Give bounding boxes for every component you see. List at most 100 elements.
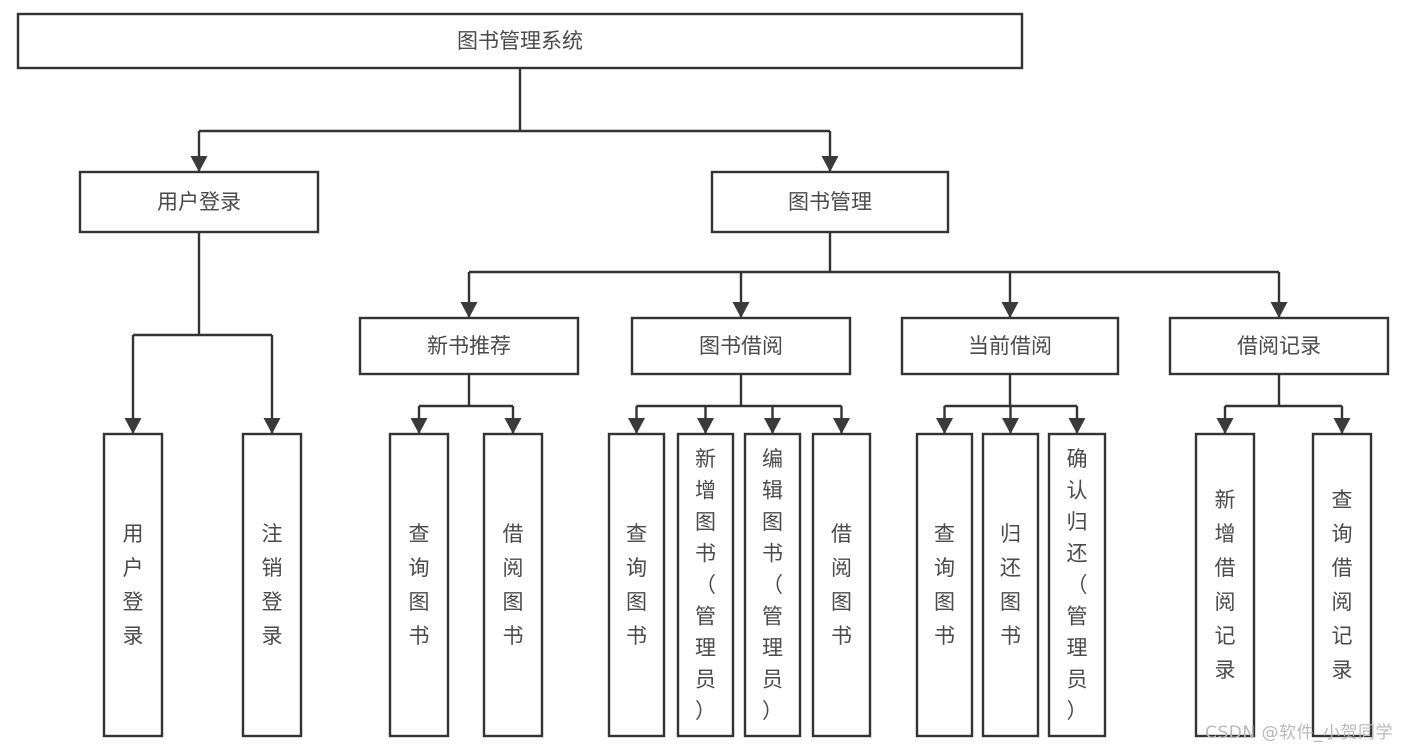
- node-leaf-add-book-label-char: 书: [695, 541, 716, 565]
- node-leaf-confirm-return-box: [1047, 432, 1107, 738]
- node-leaf-borrow-book-2-label-char: 借: [831, 522, 852, 546]
- node-leaf-query-book-3-label-char: 图: [934, 590, 955, 614]
- node-leaf-add-book-label-char: 管: [695, 605, 716, 629]
- conn-book-manage-arrow-0: [460, 302, 478, 318]
- node-user-login[interactable]: 用户登录: [78, 170, 320, 234]
- node-leaf-user-login[interactable]: 用户登录: [102, 432, 164, 738]
- node-leaf-add-book-label-char: 新: [695, 447, 716, 471]
- node-leaf-edit-book-label-char: （: [762, 573, 783, 597]
- node-book-borrow-label: 图书借阅: [699, 334, 783, 358]
- conn-book-manage-arrow-1: [732, 302, 750, 318]
- node-leaf-add-record-label-char: 记: [1215, 624, 1236, 648]
- node-leaf-add-book-label-char: 图: [695, 510, 716, 534]
- node-leaf-logout-label-char: 登: [262, 590, 283, 614]
- node-current-borrow-label: 当前借阅: [968, 334, 1052, 358]
- node-leaf-borrow-book-1-label-char: 书: [503, 624, 524, 648]
- node-leaf-query-book-1-label-char: 书: [409, 624, 430, 648]
- node-leaf-edit-book-label-char: 理: [762, 636, 783, 660]
- node-leaf-add-record-label-char: 增: [1215, 522, 1236, 546]
- node-leaf-confirm-return-label-char: 认: [1067, 478, 1088, 502]
- node-leaf-query-record-label-char: 阅: [1332, 590, 1353, 614]
- node-root-box: [16, 12, 1024, 70]
- nodes-layer: 图书管理系统用户登录图书管理新书推荐图书借阅当前借阅借阅记录用户登录注销登录查询…: [16, 12, 1390, 738]
- node-book-borrow[interactable]: 图书借阅: [630, 316, 852, 376]
- node-leaf-user-login-label-char: 录: [123, 624, 144, 648]
- node-root[interactable]: 图书管理系统: [16, 12, 1024, 70]
- node-leaf-edit-book-label-char: 图: [762, 510, 783, 534]
- conn-current-borrow-arrow-2: [1068, 418, 1086, 434]
- node-leaf-query-book-2-label-char: 书: [626, 624, 647, 648]
- node-leaf-query-record-label-char: 询: [1332, 522, 1353, 546]
- conn-book-borrow-arrow-1: [697, 418, 714, 434]
- conn-borrow-record-arrow-0: [1216, 418, 1234, 434]
- node-leaf-return-book-label-char: 归: [1000, 522, 1021, 546]
- node-leaf-edit-book-label-char: 编: [762, 447, 783, 471]
- conn-book-borrow-arrow-2: [764, 418, 781, 434]
- node-leaf-query-record-label-char: 借: [1332, 556, 1353, 580]
- node-book-manage-box: [710, 170, 950, 234]
- node-book-manage-label: 图书管理: [788, 190, 872, 214]
- node-leaf-query-record-box: [1311, 432, 1373, 738]
- node-leaf-return-book-label-char: 还: [1000, 556, 1021, 580]
- node-leaf-logout-label-char: 销: [262, 556, 283, 580]
- node-root-label: 图书管理系统: [457, 29, 583, 53]
- node-borrow-record-box: [1168, 316, 1390, 376]
- node-user-login-box: [78, 170, 320, 234]
- node-leaf-user-login-label-char: 登: [123, 590, 144, 614]
- node-leaf-edit-book-label-char: 辑: [762, 478, 783, 502]
- node-leaf-add-record-box: [1194, 432, 1256, 738]
- node-user-login-label: 用户登录: [157, 190, 241, 214]
- node-leaf-edit-book-label-char: 书: [762, 541, 783, 565]
- node-leaf-add-book-label-char: 理: [695, 636, 716, 660]
- node-new-book-recommend[interactable]: 新书推荐: [358, 316, 580, 376]
- node-leaf-edit-book-label-char: ）: [762, 699, 783, 723]
- node-leaf-logout-label-char: 注: [262, 522, 283, 546]
- node-leaf-borrow-book-1-label-char: 阅: [503, 556, 524, 580]
- node-leaf-add-record-label-char: 新: [1215, 488, 1236, 512]
- node-leaf-borrow-book-1-label-char: 图: [503, 590, 524, 614]
- conn-user-login-arrow-1: [263, 418, 281, 434]
- node-leaf-query-record-label-char: 记: [1332, 624, 1353, 648]
- conn-borrow-record-arrow-1: [1333, 418, 1351, 434]
- conn-root-arrow-0: [190, 156, 208, 172]
- node-leaf-confirm-return-label-char: 确: [1067, 447, 1088, 471]
- node-leaf-logout-box: [241, 432, 303, 738]
- conn-user-login-arrow-0: [124, 418, 142, 434]
- node-leaf-add-book-label-char: 增: [695, 478, 716, 502]
- node-leaf-query-book-2-label-char: 询: [626, 556, 647, 580]
- node-leaf-borrow-book-2-label-char: 书: [831, 624, 852, 648]
- node-leaf-confirm-return-label-char: 理: [1067, 636, 1088, 660]
- node-borrow-record[interactable]: 借阅记录: [1168, 316, 1390, 376]
- node-leaf-borrow-book-1-label-char: 借: [503, 522, 524, 546]
- node-current-borrow-box: [900, 316, 1120, 376]
- node-leaf-borrow-book-1-box: [482, 432, 544, 738]
- node-leaf-confirm-return-label-char: 管: [1067, 605, 1088, 629]
- conn-new-book-recommend-arrow-1: [504, 418, 522, 434]
- node-leaf-return-book-box: [981, 432, 1040, 738]
- node-leaf-query-record-label-char: 录: [1332, 658, 1353, 682]
- node-leaf-edit-book-label-char: 员: [762, 668, 783, 692]
- node-leaf-return-book-label-char: 图: [1000, 590, 1021, 614]
- node-book-manage[interactable]: 图书管理: [710, 170, 950, 234]
- node-current-borrow[interactable]: 当前借阅: [900, 316, 1120, 376]
- node-leaf-return-book-label-char: 书: [1000, 624, 1021, 648]
- conn-root-arrow-1: [821, 156, 839, 172]
- node-leaf-edit-book-label-char: 管: [762, 605, 783, 629]
- csdn-watermark: CSDN @软件_小贺同学: [1205, 723, 1393, 743]
- node-leaf-query-book-1-label-char: 询: [409, 556, 430, 580]
- conn-book-manage-arrow-2: [1001, 302, 1019, 318]
- node-leaf-user-login-label-char: 用: [123, 522, 144, 546]
